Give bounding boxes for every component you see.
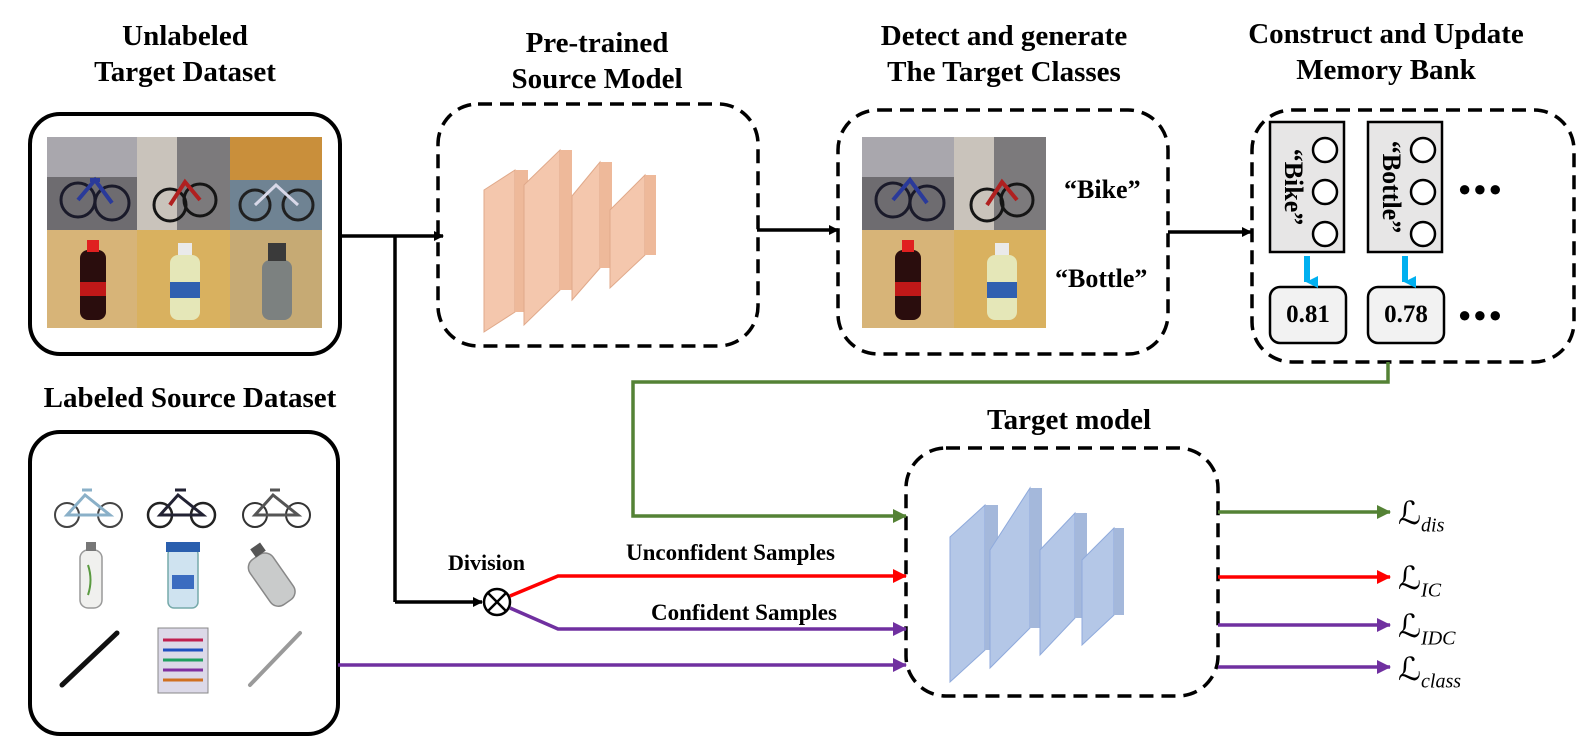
loss-class: ℒclass [1398,650,1461,693]
bike-image [54,488,123,528]
memory-label-bottle: “Bottle” [1377,140,1406,234]
detect-label-bike: “Bike” [1064,175,1141,204]
bottle-image [137,230,230,328]
title-line: Source Model [511,63,683,95]
memory-cell [1409,136,1437,164]
loss-subscript: IDC [1421,627,1456,650]
memory-cell [1311,220,1339,248]
confident-label: Confident Samples [651,600,837,625]
loss-ic: ℒIC [1398,559,1441,602]
bottle-image [862,230,954,328]
memory-label-bike: “Bike” [1279,148,1308,226]
unconfident-label: Unconfident Samples [626,540,835,565]
title-line: Pre-trained [525,27,669,59]
pretrained-model-box [436,102,760,348]
model-layer [1039,511,1087,657]
title-line: Detect and generate [880,20,1128,52]
loss-symbol: ℒ [1398,495,1422,531]
bottle-image [230,230,322,328]
target-model-title: Target model [986,404,1152,436]
labeled-source-title: Labeled Source Dataset [43,382,337,414]
loss-symbol: ℒ [1398,608,1422,644]
memory-slot-bike [1268,120,1346,254]
source-image-grid [54,488,311,694]
source-model-layers [483,148,656,333]
unconfident-path [509,569,907,598]
memory-ellipsis-bottom: ●●● [1458,302,1504,327]
memory-cell [1409,178,1437,206]
memory-title: Construct and Update Memory Bank [1248,16,1524,88]
pretrained-title: Pre-trained Source Model [511,25,682,97]
unlabeled-target-title: Unlabeled Target Dataset [94,18,276,90]
detect-label-bottle: “Bottle” [1055,264,1148,293]
loss-dis: ℒdis [1398,494,1444,537]
memory-slot-bottle [1366,120,1444,254]
confident-path [509,606,907,636]
target-image-grid [47,137,322,328]
division-label: Division [448,550,526,575]
bottle-image [247,542,296,607]
model-layer [989,486,1042,670]
score-bike: 0.81 [1286,301,1330,328]
bike-image [137,137,230,230]
memory-cell [1311,136,1339,164]
memory-ellipsis-top: ●●● [1458,176,1504,201]
title-line: Memory Bank [1296,54,1476,86]
pen-image [59,630,120,688]
model-layer [1081,526,1124,647]
title-line: Target Dataset [94,56,276,88]
target-model-layers [949,486,1124,684]
loss-symbol: ℒ [1398,560,1422,596]
detect-image-grid [862,137,1046,328]
division-node [482,587,512,617]
bike-image [242,488,311,528]
memory-cell [1409,220,1437,248]
model-layer [483,169,528,333]
title-line: The Target Classes [887,56,1121,88]
bottle-image [954,230,1046,328]
detect-title: Detect and generate The Target Classes [881,18,1127,90]
bottle-image [79,542,103,609]
loss-symbol: ℒ [1398,651,1422,687]
loss-idc: ℒIDC [1398,607,1456,650]
model-layer [609,173,656,290]
loss-subscript: dis [1421,514,1445,537]
memory-bank-box [1250,108,1576,364]
bottle-image [166,542,200,609]
bike-image [47,137,137,230]
title-line: Unlabeled [122,20,248,52]
memory-cell [1311,178,1339,206]
title-line: Construct and Update [1248,18,1524,50]
bike-image [862,137,954,230]
pen-image [248,631,302,687]
bike-image [954,137,1046,230]
model-layer [523,148,572,327]
bottle-image [47,230,137,328]
bike-image [146,488,217,529]
score-bottle: 0.78 [1384,301,1428,328]
pen-image [157,627,209,694]
loss-subscript: IC [1421,579,1442,602]
memory-to-target-path [631,362,1390,523]
bike-image [230,137,322,230]
loss-subscript: class [1421,670,1462,693]
model-layer [571,160,612,302]
